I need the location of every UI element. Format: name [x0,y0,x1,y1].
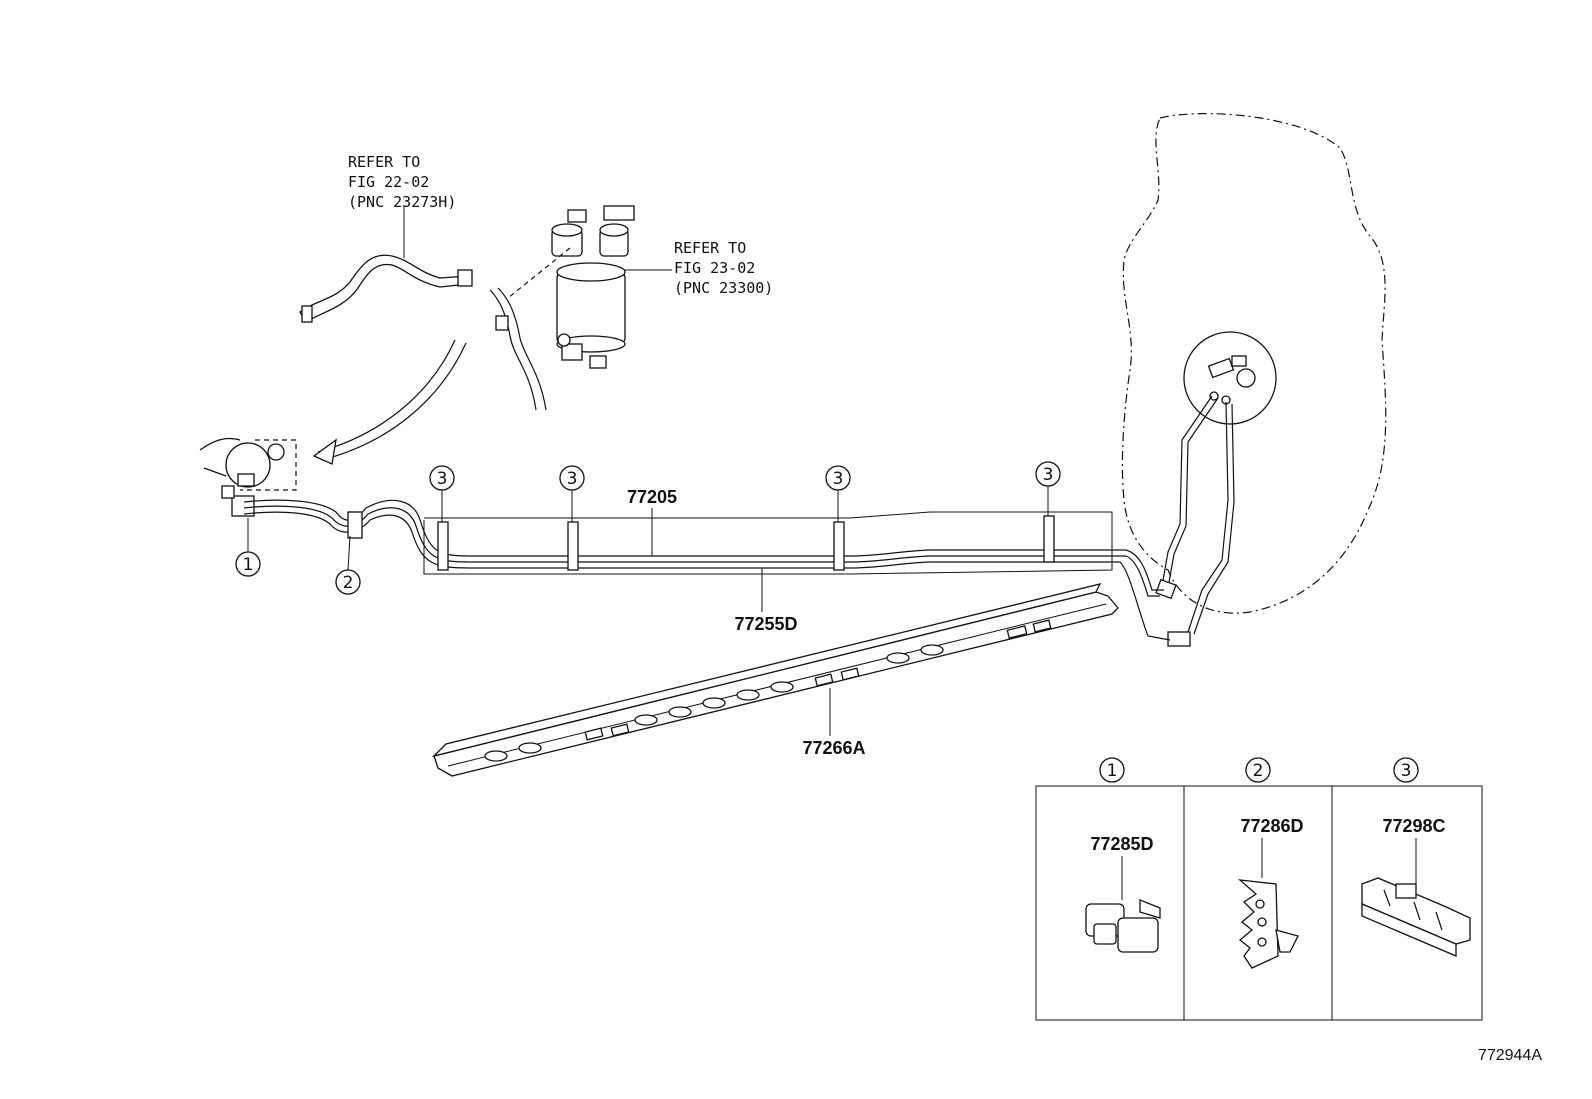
legend-callout-3: 3 [1393,757,1419,783]
callout-3-a: 3 [429,465,455,522]
svg-text:3: 3 [567,469,578,489]
tube-group-bracket [423,511,1113,575]
clamp-3-b [567,521,579,571]
clamp-3-a [437,521,449,571]
clamp-3-positions [437,515,1055,571]
clamp-3-d [1043,515,1055,563]
part-number-77266A: 77266A [802,738,865,758]
svg-text:3: 3 [1401,761,1412,781]
part-number-77285D: 77285D [1090,834,1153,854]
part-number-77298C: 77298C [1382,816,1445,836]
legend-callout-1: 1 [1099,757,1125,783]
fuel-hose-drawing [299,254,547,411]
curved-arrow-line-outer [321,342,467,461]
part-number-77286D: 77286D [1240,816,1303,836]
clamp-legend: 1 2 3 77285D 77286D 77298C [1035,757,1483,1021]
callout-3-d: 3 [1035,461,1061,516]
tank-fuel-lines [1155,395,1235,647]
reference-22-line2: FIG 22-02 [348,173,429,191]
svg-text:3: 3 [833,469,844,489]
tube-protector-drawing [431,583,1119,777]
svg-text:3: 3 [437,469,448,489]
main-fuel-tube-drawing [243,499,1171,641]
figure-id: 772944A [1478,1047,1542,1064]
callout-3-b: 3 [559,465,585,522]
svg-text:1: 1 [243,555,254,575]
fuel-tank-outline [1121,113,1387,614]
svg-text:1: 1 [1107,761,1118,781]
svg-text:2: 2 [1253,761,1264,781]
svg-text:2: 2 [343,573,354,593]
callout-3-c: 3 [825,465,851,522]
clamp-1-icon [1085,899,1161,953]
reference-22-line1: REFER TO [348,153,420,171]
protector-holes [484,619,1052,762]
fuel-pump-drawing [1183,331,1277,425]
reference-22-line3: (PNC 23273H) [348,193,456,211]
clamp-2-icon [1238,879,1299,969]
reference-label-fig-23-02: REFER TO FIG 23-02 (PNC 23300) [674,239,773,297]
callout-1: 1 [235,518,261,577]
curved-arrow-line [317,339,456,453]
clamp-3-icon [1361,877,1471,957]
connector-detail-drawing [199,437,297,517]
legend-callout-2: 2 [1245,757,1271,783]
part-number-77255D: 77255D [734,614,797,634]
clamp-legend-frame [1035,785,1483,1021]
reference-23-line1: REFER TO [674,239,746,257]
part-number-77205: 77205 [627,487,677,507]
clamp-2-on-tube [347,511,363,539]
reference-label-fig-22-02: REFER TO FIG 22-02 (PNC 23273H) [348,153,456,211]
reference-23-line2: FIG 23-02 [674,259,755,277]
arrow-head-icon [312,438,337,465]
clamp-3-c [833,521,845,571]
svg-text:3: 3 [1043,465,1054,485]
reference-23-line3: (PNC 23300) [674,279,773,297]
fuel-filter-drawing [507,205,635,369]
callout-2: 2 [335,535,361,595]
